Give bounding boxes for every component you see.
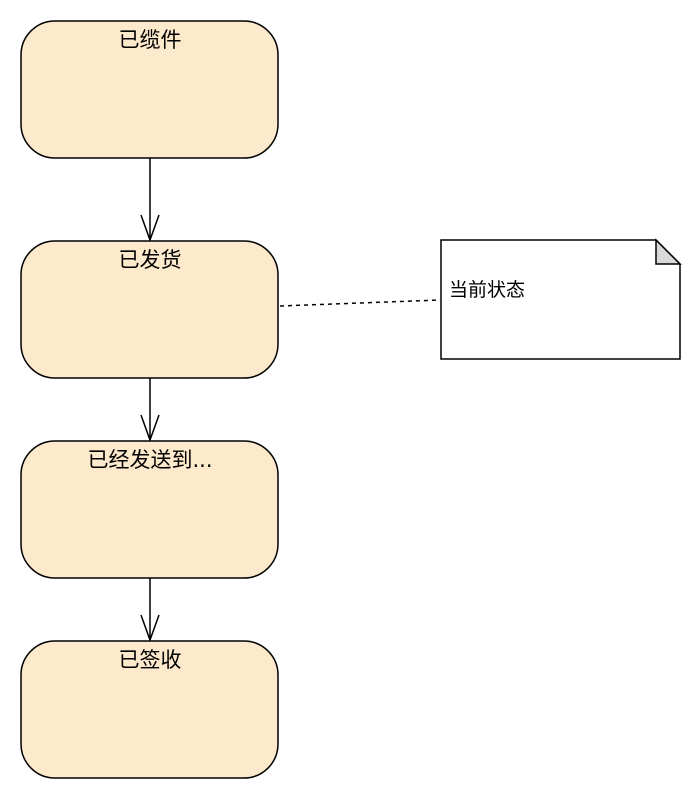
note-body xyxy=(440,239,681,360)
transition-delivered-to-signed xyxy=(140,578,160,643)
state-collected-label: 已缆件 xyxy=(119,28,182,52)
state-signed-box xyxy=(20,640,279,779)
state-delivered-to-label: 已经发送到... xyxy=(87,448,212,472)
state-delivered-to[interactable]: 已经发送到... xyxy=(20,440,279,579)
arrow-head-icon xyxy=(140,214,160,243)
arrow-head-icon xyxy=(140,614,160,643)
transition-collected-to-shipped xyxy=(140,158,160,243)
note-fold-corner-icon xyxy=(655,238,682,265)
note-current-state[interactable]: 当前状态 xyxy=(440,238,682,360)
state-signed-label: 已签收 xyxy=(119,648,182,672)
state-collected[interactable]: 已缆件 xyxy=(20,20,279,159)
state-shipped[interactable]: 已发货 xyxy=(20,240,279,379)
note-anchor-line xyxy=(279,299,441,307)
state-signed[interactable]: 已签收 xyxy=(20,640,279,779)
state-shipped-label: 已发货 xyxy=(119,248,182,272)
transition-shipped-to-delivered xyxy=(140,378,160,443)
note-text: 当前状态 xyxy=(449,279,525,301)
arrow-head-icon xyxy=(140,414,160,443)
